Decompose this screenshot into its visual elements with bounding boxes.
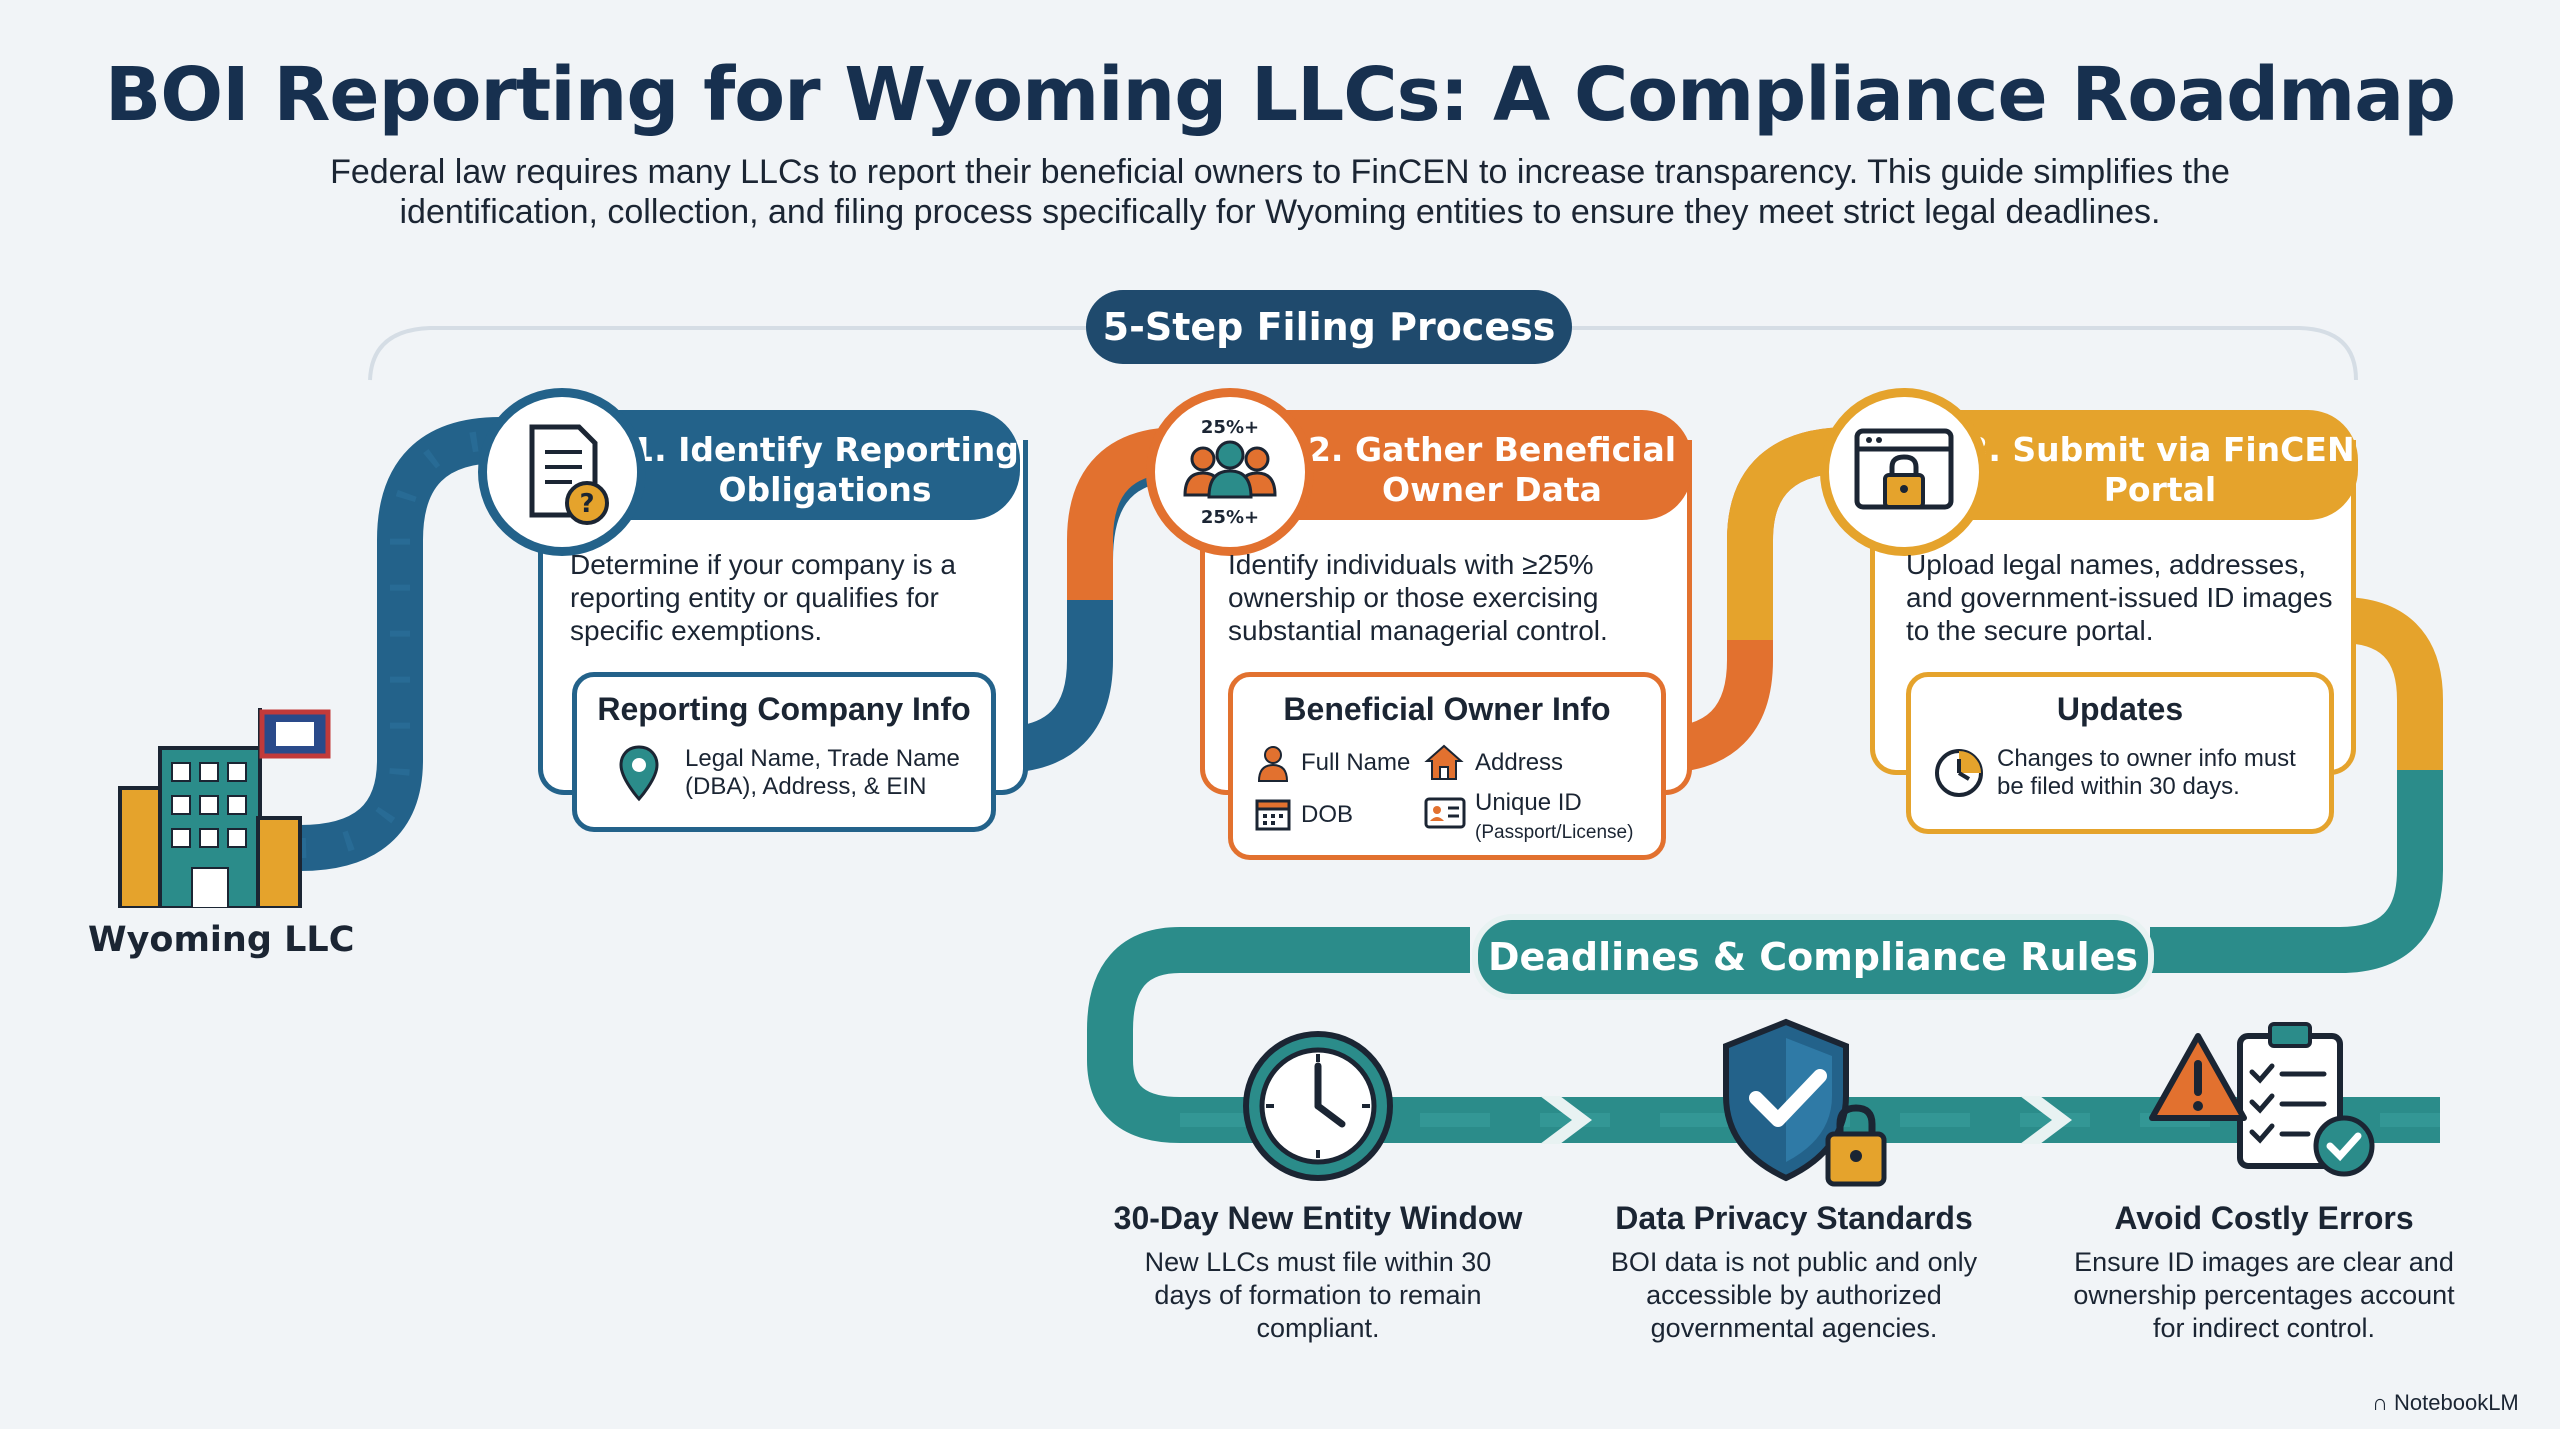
field-unique-id-note: (Passport/License) (1475, 822, 1634, 843)
location-pin-icon (619, 745, 659, 802)
shield-lock-icon (1723, 1018, 1887, 1187)
deadline-title-1: 30-Day New Entity Window (1113, 1200, 1523, 1236)
process-label: 5-Step Filing Process (1086, 290, 1572, 364)
reporting-company-box: Reporting Company Info Legal Name, Trade… (572, 672, 996, 832)
deadline-label: Deadlines & Compliance Rules (1472, 914, 2154, 1000)
info-box-title: Beneficial Owner Info (1283, 691, 1611, 727)
building-icon (118, 708, 331, 908)
svg-text:25%+: 25%+ (1201, 417, 1259, 438)
field-address: Address (1475, 749, 1564, 776)
id-card-icon (1424, 797, 1466, 829)
deadline-title-2: Data Privacy Standards (1615, 1200, 1973, 1236)
intro-text: Federal law requires many LLCs to report… (330, 153, 2230, 231)
start-label: Wyoming LLC (88, 920, 355, 960)
step-icon-1: ? (478, 388, 646, 556)
field-full-name: Full Name (1301, 749, 1411, 776)
step-icon-2: 25%+ 25%+ (1146, 388, 1314, 556)
secure-portal-icon (1854, 428, 1954, 510)
deadline-description-1: New LLCs must file within 30 days of for… (1144, 1247, 1492, 1343)
home-icon (1424, 744, 1464, 780)
timer-icon (1935, 749, 1983, 797)
svg-text:?: ? (579, 489, 594, 519)
clock-icon (1243, 1031, 1393, 1181)
notebooklm-logo-icon: ∩ (2372, 1390, 2388, 1415)
warning-checklist-icon (2149, 1022, 2375, 1177)
info-box-text: Legal Name, Trade Name (DBA), Address, &… (685, 745, 960, 800)
info-box-title: Reporting Company Info (597, 691, 971, 727)
owners-group-icon: 25%+ 25%+ (1183, 417, 1277, 528)
info-box-text: Changes to owner info must be filed with… (1997, 745, 2296, 800)
page-title: BOI Reporting for Wyoming LLCs: A Compli… (104, 52, 2456, 138)
calendar-icon (1255, 799, 1291, 831)
person-icon (1257, 746, 1289, 782)
info-box-title: Updates (2056, 691, 2184, 727)
step-description-3: Upload legal names, addresses, and gover… (1906, 549, 2333, 646)
step-icon-3 (1820, 388, 1988, 556)
brand-mark: ∩ NotebookLM (2372, 1390, 2519, 1415)
svg-text:25%+: 25%+ (1201, 507, 1259, 528)
document-question-icon: ? (529, 424, 609, 525)
field-unique-id: Unique ID (1475, 789, 1582, 816)
deadline-title-3: Avoid Costly Errors (2114, 1200, 2414, 1236)
deadline-description-3: Ensure ID images are clear and ownership… (2073, 1247, 2455, 1343)
beneficial-owner-box: Beneficial Owner Info Full Name Address … (1228, 672, 1666, 860)
deadline-description-2: BOI data is not public and only accessib… (1610, 1247, 1978, 1343)
step-description-1: Determine if your company is a reporting… (570, 549, 956, 646)
updates-box: Updates Changes to owner info must be fi… (1906, 672, 2334, 834)
field-dob: DOB (1301, 801, 1354, 828)
step-description-2: Identify individuals with ≥25% ownership… (1228, 549, 1608, 646)
